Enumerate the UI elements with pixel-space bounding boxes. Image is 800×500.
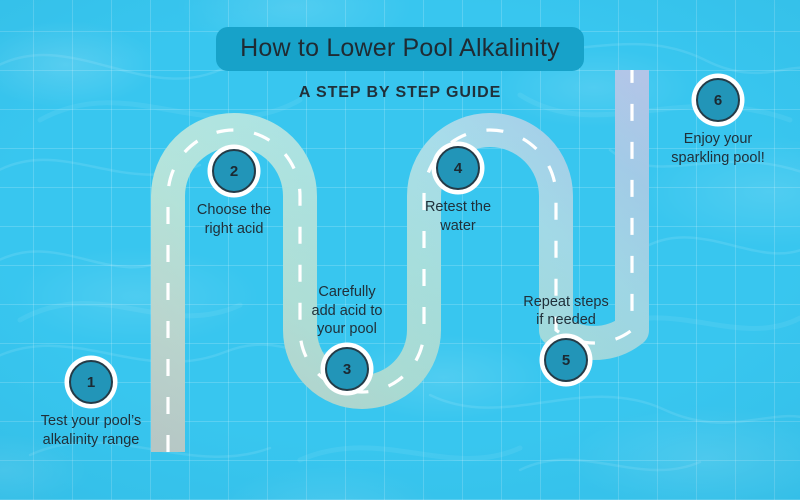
step-2-badge[interactable]: 2 <box>212 149 256 193</box>
page-subtitle: A STEP BY STEP GUIDE <box>298 84 502 101</box>
step-5-badge[interactable]: 5 <box>544 338 588 382</box>
step-4-badge[interactable]: 4 <box>436 146 480 190</box>
step-5-caption: Repeat steps if needed <box>523 293 609 329</box>
step-6-badge[interactable]: 6 <box>696 78 740 122</box>
step-3-caption: Carefully add acid to your pool <box>311 284 383 338</box>
step-1-badge[interactable]: 1 <box>69 360 113 404</box>
step-1-caption: Test your pool’s alkalinity range <box>40 413 142 448</box>
step-4-caption: Retest the water <box>424 199 492 234</box>
step-6-caption: Enjoy your sparkling pool! <box>671 131 765 166</box>
page-title: How to Lower Pool Alkalinity <box>216 27 584 71</box>
step-2-caption: Choose the right acid <box>196 202 272 237</box>
header: How to Lower Pool Alkalinity A STEP BY S… <box>0 0 800 102</box>
step-3-badge[interactable]: 3 <box>325 347 369 391</box>
